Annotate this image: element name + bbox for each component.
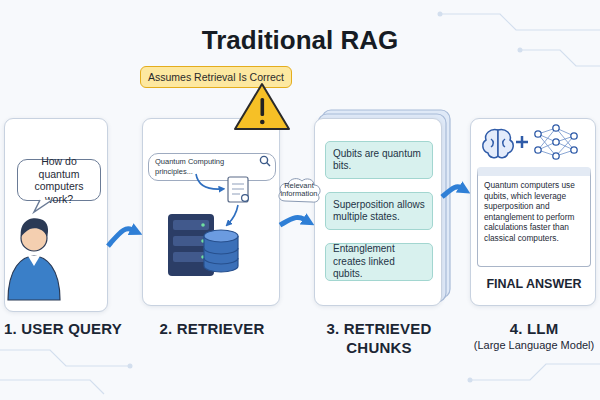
node-text: Quantum Computing principles... [155,157,260,177]
circuit-line [520,50,600,66]
flow-arrow [228,205,238,224]
person-collar [28,256,40,266]
circuit-dot [128,364,133,369]
edge-label: Relevant information [276,182,322,199]
step-label: 2. RETRIEVER [133,319,291,338]
person-hair [21,218,48,237]
exclamation-dot [260,120,265,125]
document-page [228,177,248,202]
node-text: Entanglement creates linked qubits. [333,243,425,281]
network-links [538,128,574,156]
search-bar: Quantum Computing principles... [148,153,276,181]
neural-net-icon [535,125,577,159]
circuit-line [0,380,104,394]
brain-lobe [483,130,498,158]
step-label: 1. USER QUERY [1,319,125,338]
node-text: Qubits are quantum bits. [333,148,425,173]
server-light [201,239,205,243]
speech-bubble: How do quantum computers work? [17,159,101,201]
warning-triangle [235,84,289,129]
exclamation-bar [261,98,265,116]
server-slot [173,236,209,246]
stack-card [318,114,446,302]
plus-sign [516,136,528,148]
server-light [201,255,205,259]
document-lines [232,184,244,194]
node-text: Assumes Retrieval Is Correct [148,71,284,83]
network-node [535,147,541,153]
warning-sign [235,84,289,129]
brain-lobe [498,130,513,158]
person-head [21,225,47,251]
network-node [553,153,559,159]
server-slot [173,220,209,230]
document-lens [242,195,249,202]
circuit-dot [518,48,523,53]
step-label: 3. RETRIEVED CHUNKS [303,319,455,357]
warning-callout: Assumes Retrieval Is Correct [140,66,292,88]
server-icon [168,214,214,276]
network-node [571,133,577,139]
step-panel: 2. RETRIEVERQuantum Computing principles… [142,118,280,306]
person-icon [8,218,60,300]
document-icon [228,177,248,202]
text-chunk: Qubits are quantum bits. [325,141,433,179]
step-panel: FINAL ANSWER4. LLM(Large Language Model)… [470,118,596,306]
network-node [553,139,559,145]
circuit-dot [438,12,443,17]
network-node [535,131,541,137]
database-body [204,236,238,272]
circuit-dots [128,12,523,383]
text-chunk: Superposition allows multiple states. [325,192,433,230]
brain-icon [483,130,513,158]
network-node [571,147,577,153]
database-icon [204,230,238,272]
server-light [201,223,205,227]
brain-fold [491,139,505,147]
flow-arrow [280,217,305,225]
circuit-dot [468,378,473,383]
flow-arrow [108,229,133,246]
step-sublabel: (Large Language Model) [467,339,600,352]
node-text: How do quantum computers work? [23,155,95,205]
step-label: 4. LLM [461,319,600,338]
network-node [553,125,559,131]
step-panel: 1. USER QUERYHow do quantum computers wo… [4,118,108,312]
person-body [8,256,60,300]
database-band [204,248,238,264]
flow-arrow [196,174,222,189]
text-chunk: Entanglement creates linked qubits. [325,243,433,281]
bubble-tail [34,200,52,212]
circuit-line [470,364,600,380]
database-top [204,230,238,242]
magnifier-handle [267,163,270,166]
step-panel: 3. RETRIEVED CHUNKSQubits are quantum bi… [314,118,442,306]
circuit-line [0,350,130,366]
flow-arrow [442,187,461,197]
diagram-title: Traditional RAG [0,24,600,56]
magnifier-icon [260,156,270,166]
circuit-line [440,14,600,30]
server-slot [173,252,209,262]
answer-heading: FINAL ANSWER [471,277,597,292]
answer-box: Quantum computers use qubits, which leve… [477,167,591,267]
server-rack [168,214,214,276]
neural-net-icon [535,125,577,159]
edge-label-cloud: Relevant information [276,174,322,206]
magnifier-lens [260,156,267,163]
node-text: Quantum computers use qubits, which leve… [484,180,584,244]
node-text: Superposition allows multiple states. [333,199,425,224]
